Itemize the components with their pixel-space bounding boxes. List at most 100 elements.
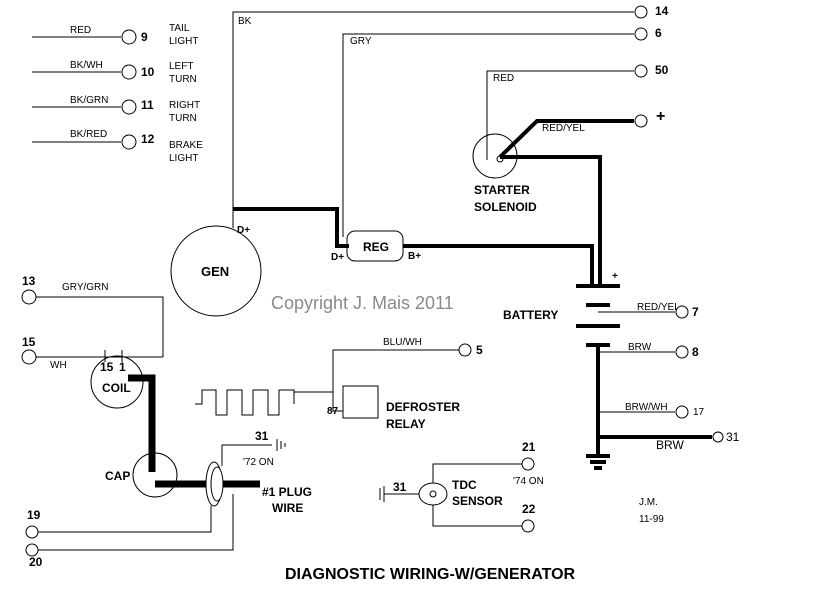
terminal-number: 9 [141,30,148,44]
wire-label-red-yel-7: RED/YEL [637,302,680,313]
terminal-6[interactable] [634,27,648,41]
terminal-50-number: 50 [655,63,669,77]
terminal-20[interactable] [25,543,39,557]
regulator-label: REG [363,240,389,254]
wire-gry [342,33,634,237]
wire-blu-wh [332,349,459,392]
circuit-label-2: LIGHT [169,36,198,47]
tdc-ground-number: 31 [393,480,407,494]
terminal-17-number: 17 [693,407,705,418]
cap-body [132,452,178,498]
cap-label: CAP [105,469,130,483]
terminal-17[interactable] [675,405,689,419]
terminal-8[interactable] [675,345,689,359]
tdc-label-1: TDC [452,478,477,492]
wire-tdc-21 [432,463,522,483]
heater-grid [195,389,295,416]
wire-coil-to-cap [128,374,156,472]
tdc-label-2: SENSOR [452,494,503,508]
terminal-5-number: 5 [476,343,483,357]
wire-label: BK/RED [70,129,107,140]
terminal-21-number: 21 [522,440,536,454]
wire-label-brw-wh: BRW/WH [625,402,668,413]
diagram-date: 11-99 [639,514,664,525]
wire-label-red-yel: RED/YEL [542,123,585,134]
wire-label-bk: BK [238,16,252,27]
plug-label-2: WIRE [272,501,303,515]
circuit-label-1: LEFT [169,61,193,72]
solenoid-label-2: SOLENOID [474,200,537,214]
left-terminal-10: BK/WH 10 LEFT TURN [32,60,197,85]
battery-plus-label: + [612,271,618,282]
terminal-19[interactable] [25,525,39,539]
terminal-8-number: 8 [692,345,699,359]
generator-d-plus: D+ [237,225,250,236]
circuit-label-1: BRAKE [169,140,203,151]
tdc-body [418,482,448,506]
terminal-15-number: 15 [22,335,36,349]
terminal-7[interactable] [675,305,689,319]
circuit-label-1: TAIL [169,23,190,34]
wire-label-blu-wh: BLU/WH [383,337,422,348]
left-terminal-12: BK/RED 12 BRAKE LIGHT [32,129,203,164]
wire-label-brw-8: BRW [628,342,652,353]
wire-gry-grn [36,296,164,357]
solenoid-label-1: STARTER [474,183,530,197]
terminal-10[interactable] [121,64,137,80]
wire-red-yel-plus [498,119,634,159]
regulator-b-plus: B+ [408,251,421,262]
terminal-15[interactable] [21,349,37,365]
relay-body [342,385,379,419]
relay-label-2: RELAY [386,417,426,431]
terminal-11[interactable] [121,99,137,115]
wire-plug-ground [221,444,272,466]
terminal-7-number: 7 [692,305,699,319]
terminal-20-number: 20 [29,555,43,569]
generator-label: GEN [201,264,229,279]
plug-wire-pickup: 31 '72 ON #1 PLUG WIRE [38,429,312,551]
wire-20 [38,494,234,551]
defroster-relay: BLU/WH 5 87 DEFROSTER RELAY [195,337,483,431]
terminal-plus[interactable] [634,114,648,128]
wire-label-gry: GRY [350,36,372,47]
distributor-cap: CAP [105,452,178,498]
terminal-50[interactable] [634,64,648,78]
terminal-22[interactable] [521,519,535,533]
terminal-12[interactable] [121,134,137,150]
wire-gen-to-reg [233,207,349,248]
left-terminal-11: BK/GRN 11 RIGHT TURN [32,95,200,124]
generator: GEN D+ [170,225,262,317]
wire-label-wh: WH [50,360,67,371]
coil-label: COIL [102,381,131,395]
wire-label: BK/WH [70,60,103,71]
terminal-31[interactable] [712,431,724,443]
wire-reg-to-battery [403,244,594,284]
circuit-label-2: LIGHT [169,153,198,164]
terminal-14-number: 14 [655,4,669,18]
terminal-31-number: 31 [726,430,740,444]
circuit-label-2: TURN [169,113,197,124]
wire-19 [38,506,212,533]
generator-body [170,225,262,317]
wire-label: BK/GRN [70,95,108,106]
tdc-note: '74 ON [513,476,544,487]
wire-label-red-50: RED [493,73,514,84]
wire-label-brw-31: BRW [656,438,684,452]
wire-label: RED [70,25,91,36]
starter-solenoid: STARTER SOLENOID [472,133,537,214]
terminal-plus-symbol: + [656,108,665,125]
terminal-5[interactable] [458,343,472,357]
plug-ground-note: '72 ON [243,457,274,468]
copyright-text: Copyright J. Mais 2011 [271,293,454,313]
terminal-13[interactable] [21,289,37,305]
terminal-number: 11 [141,98,154,112]
wire-heater-to-relay [294,391,343,412]
terminal-21[interactable] [521,457,535,471]
terminal-19-number: 19 [27,508,41,522]
terminal-6-number: 6 [655,26,662,40]
circuit-label-2: TURN [169,74,197,85]
terminal-14[interactable] [634,5,648,19]
terminal-9[interactable] [121,29,137,45]
battery: BATTERY [503,284,620,470]
